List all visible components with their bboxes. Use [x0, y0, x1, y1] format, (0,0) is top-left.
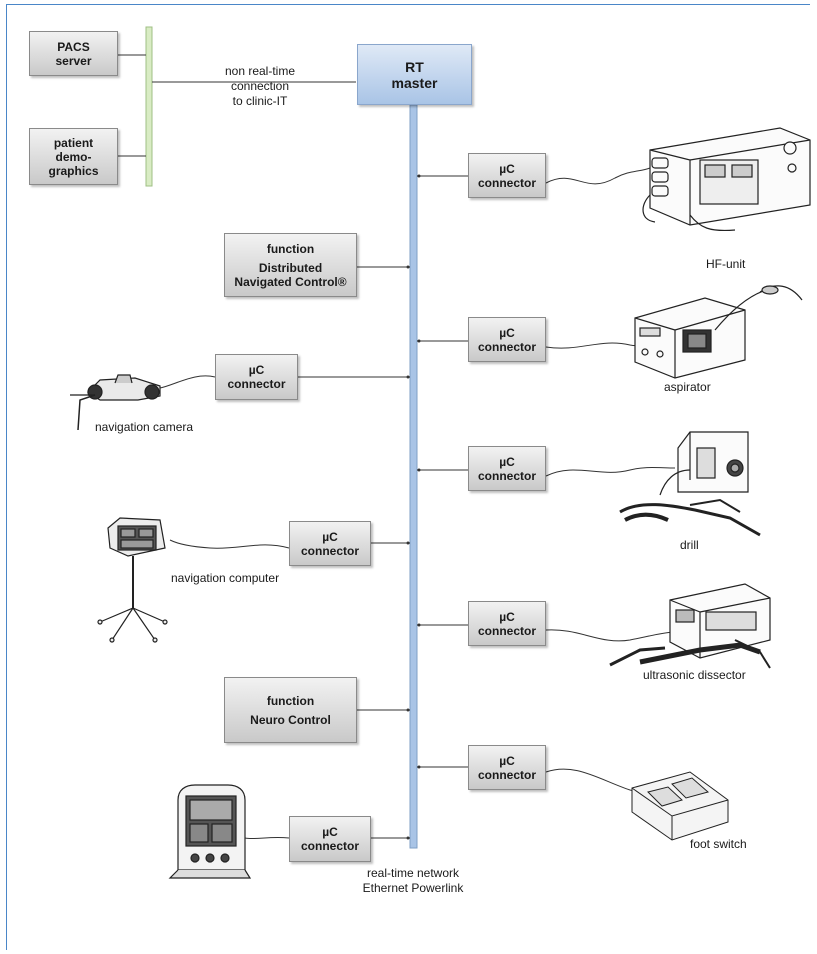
- patient-demographics-box: patient demo- graphics: [29, 128, 118, 185]
- clinic-it-line1: non real-time: [224, 64, 296, 78]
- cable-camera: [159, 375, 216, 389]
- connector-hf: µC connector: [468, 153, 546, 198]
- cable-computer: [169, 539, 290, 549]
- connector-control-unit-line1: µC: [322, 825, 338, 839]
- connector-drill: µC connector: [468, 446, 546, 491]
- navigation-camera-label: navigation camera: [95, 420, 194, 434]
- patient-line1: patient: [53, 135, 94, 150]
- control-unit-device-icon: [168, 784, 252, 879]
- hf-unit-label: HF-unit: [706, 257, 746, 271]
- rt-master-line1: RT: [405, 58, 424, 75]
- realtime-network-label: real-time network Ethernet Powerlink: [352, 866, 474, 896]
- cable-hf: [545, 167, 651, 185]
- connector-drill-line2: connector: [477, 468, 536, 483]
- ultrasonic-dissector-label: ultrasonic dissector: [643, 668, 746, 682]
- patient-line3: graphics: [48, 163, 99, 178]
- connector-computer-line2: connector: [300, 543, 359, 558]
- connector-ultrasonic-line1: µC: [499, 609, 515, 624]
- connector-drill-line1: µC: [499, 454, 515, 469]
- dnc-line3: Navigated Control®: [234, 274, 347, 289]
- function-dnc-box: function Distributed Navigated Control®: [224, 233, 357, 297]
- rt-master-line2: master: [391, 74, 438, 91]
- connector-aspirator-line2: connector: [477, 339, 536, 354]
- nc-line2: Neuro Control: [250, 712, 331, 727]
- navigation-computer-label: navigation computer: [171, 571, 280, 585]
- rt-master-box: RT master: [357, 44, 472, 105]
- realtime-bus: [409, 104, 418, 849]
- patient-line2: demo-: [55, 149, 92, 164]
- hf-unit-device-icon: [642, 127, 811, 232]
- network-line2: Ethernet Powerlink: [362, 881, 464, 895]
- foot-switch-device-icon: [631, 771, 729, 841]
- connector-camera-line2: connector: [227, 377, 286, 391]
- dnc-line2: Distributed: [258, 260, 323, 275]
- lan-bar: [145, 26, 153, 187]
- network-line1: real-time network: [366, 866, 460, 880]
- cable-ultrasonic: [545, 629, 676, 642]
- pacs-line1: PACS: [57, 39, 90, 54]
- connector-camera: µC connector: [215, 354, 298, 400]
- foot-switch-label: foot switch: [690, 837, 747, 851]
- connector-aspirator-line1: µC: [499, 325, 515, 340]
- connector-hf-line2: connector: [477, 175, 536, 190]
- connector-control-unit-line2: connector: [300, 839, 359, 853]
- clinic-it-line2: connection: [230, 79, 290, 93]
- clinic-it-label: non real-time connection to clinic-IT: [200, 64, 320, 109]
- pacs-line2: server: [55, 53, 92, 68]
- ultrasonic-dissector-device-icon: [609, 583, 771, 669]
- cable-monitor: [244, 836, 290, 840]
- connector-footswitch-line1: µC: [499, 753, 515, 768]
- navigation-computer-device-icon: [97, 517, 168, 643]
- connector-camera-line1: µC: [248, 363, 265, 377]
- function-neuro-control-box: function Neuro Control: [224, 677, 357, 743]
- connector-footswitch: µC connector: [468, 745, 546, 790]
- aspirator-device-icon: [634, 285, 803, 379]
- connector-control-unit: µC connector: [289, 816, 371, 862]
- connector-ultrasonic: µC connector: [468, 601, 546, 646]
- connector-aspirator: µC connector: [468, 317, 546, 362]
- pacs-server-box: PACS server: [29, 31, 118, 76]
- navigation-camera-device-icon: [70, 374, 161, 431]
- aspirator-label: aspirator: [664, 380, 711, 394]
- nc-line1: function: [266, 693, 315, 708]
- drill-device-icon: [619, 431, 761, 537]
- clinic-it-line3: to clinic-IT: [232, 94, 288, 108]
- dnc-line1: function: [266, 241, 315, 256]
- figure-frame: [6, 4, 810, 950]
- connector-footswitch-line2: connector: [477, 767, 536, 782]
- cable-drill: [545, 467, 676, 477]
- connector-ultrasonic-line2: connector: [477, 623, 536, 638]
- connector-computer: µC connector: [289, 521, 371, 566]
- connector-hf-line1: µC: [499, 161, 515, 176]
- drill-label: drill: [680, 538, 699, 552]
- connector-computer-line1: µC: [322, 529, 338, 544]
